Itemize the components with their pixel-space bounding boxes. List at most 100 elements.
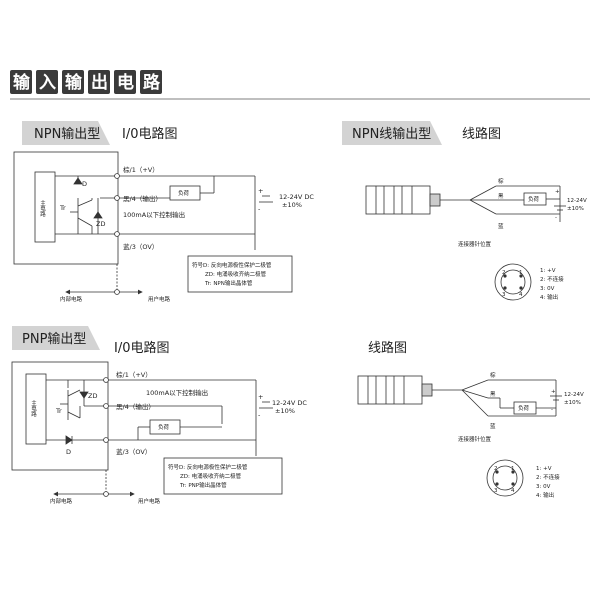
pnp-io-labels: 主电路 Tr ZD D 棕/1（+V） 100mA以下控制输出 黑/4（输出） … <box>30 370 307 505</box>
npn-wiring-blue: 蓝 <box>498 222 504 230</box>
pnp-wiring-minus: - <box>551 407 553 413</box>
pnp-pin-num-1: 1 <box>511 466 515 472</box>
pnp-internal-box <box>11 361 109 471</box>
npn-header-right: NPN线输出型 <box>352 126 431 142</box>
pnp-minus-label: - <box>258 411 261 419</box>
pnp-tolerance-label: ±10% <box>275 407 295 415</box>
pnp-pin-1: 1: +V <box>536 466 552 472</box>
pnp-main-circuit-box <box>25 373 47 445</box>
npn-pin-2: 2: 不连接 <box>540 275 564 283</box>
npn-wiring-black: 黑 <box>498 193 504 200</box>
page-title-group: 输入输出电路 <box>10 70 590 100</box>
pnp-main-circuit-label: 主电路 <box>30 399 37 418</box>
npn-header-mid: I/0电路图 <box>122 126 178 142</box>
npn-pin-1: 1: +V <box>540 268 556 274</box>
npn-pin-num-2: 2 <box>502 270 506 276</box>
npn-wiring-minus: - <box>555 215 557 221</box>
pnp-plus-label: + <box>258 393 263 401</box>
npn-plus-label: + <box>258 187 263 195</box>
npn-wiring-labels: 棕 黑 蓝 负荷 + - 12-24V ±10% 连接器针位置 2 1 3 4 … <box>458 177 587 301</box>
npn-minus-label: - <box>258 205 261 213</box>
pnp-pin-3: 3: 0V <box>536 484 551 490</box>
pnp-user-label: 用户电路 <box>138 497 161 505</box>
pnp-header-right: 线路图 <box>368 340 407 356</box>
pnp-wiring-load-label: 负荷 <box>518 404 530 412</box>
pnp-connector-inner <box>492 465 518 491</box>
pnp-pin-num-2: 2 <box>494 466 498 472</box>
npn-internal-box <box>13 151 119 265</box>
npn-tolerance-label: ±10% <box>282 201 302 209</box>
npn-connector-outer <box>494 263 532 301</box>
npn-pin-num-4: 4 <box>519 292 523 298</box>
npn-connector-inner <box>500 269 526 295</box>
pnp-io-circuit <box>11 361 283 497</box>
pnp-header-tab <box>12 326 100 350</box>
pnp-wiring-black: 黑 <box>490 391 496 398</box>
npn-current-label: 100mA以下控制输出 <box>123 210 185 219</box>
pnp-tr-label: Tr <box>55 407 62 415</box>
npn-load-label: 负荷 <box>178 189 190 197</box>
pnp-wiring-tolerance: ±10% <box>564 400 581 406</box>
npn-header-right2: 线路图 <box>462 126 501 142</box>
pnp-wiring-blue: 蓝 <box>490 422 496 430</box>
npn-pin-num-3: 3 <box>502 292 506 298</box>
pnp-wiring-brown: 棕 <box>490 371 496 379</box>
npn-black-label: 黑/4（输出） <box>123 194 162 203</box>
pnp-internal-label: 内部电路 <box>50 497 73 505</box>
pnp-pin-num-3: 3 <box>494 488 498 494</box>
pnp-legend-1: 符号D: 反向电源极性保护二极管 <box>168 463 248 471</box>
npn-wiring-plus: + <box>555 189 560 195</box>
npn-zd-label: ZD <box>96 220 105 228</box>
npn-wiring-brown: 棕 <box>498 177 504 185</box>
pnp-load-label: 负荷 <box>158 423 170 431</box>
pnp-header-left: PNP输出型 <box>22 331 86 347</box>
npn-wiring-supply: 12-24V <box>567 198 587 204</box>
npn-legend-3: Tr: NPN输出晶体管 <box>204 279 253 287</box>
npn-wiring <box>365 185 566 301</box>
pnp-pin-2: 2: 不连接 <box>536 473 560 481</box>
npn-blue-label: 蓝/3（OV） <box>123 242 158 251</box>
npn-wiring-tolerance: ±10% <box>567 206 584 212</box>
npn-header-left: NPN输出型 <box>34 126 100 142</box>
npn-legend-1: 符号D: 反向电源极性保护二极管 <box>192 261 272 269</box>
npn-pin-4: 4: 输出 <box>540 293 558 301</box>
npn-user-label: 用户电路 <box>148 295 171 303</box>
pnp-header-mid: I/0电路图 <box>114 340 170 356</box>
pnp-black-label: 黑/4（输出） <box>116 402 155 411</box>
npn-pin-num-1: 1 <box>519 270 523 276</box>
npn-wiring-load-label: 负荷 <box>528 195 540 203</box>
pnp-wiring-labels: 棕 黑 蓝 负荷 + - 12-24V ±10% 连接器针位置 2 1 3 4 … <box>458 371 584 499</box>
npn-d-label: D <box>82 180 87 188</box>
pnp-connector-title: 连接器针位置 <box>458 435 492 443</box>
page-title: 输入输出电路 <box>13 72 169 93</box>
pnp-brown-label: 棕/1（+V） <box>116 370 152 379</box>
pnp-zd-label: ZD <box>88 392 97 400</box>
pnp-legend-box <box>163 457 283 495</box>
npn-brown-label: 棕/1（+V） <box>123 165 159 174</box>
npn-supply-label: 12-24V DC <box>279 193 314 201</box>
pnp-legend-2: ZD: 电涌吸收齐纳二极管 <box>180 472 242 480</box>
pnp-header: PNP输出型 I/0电路图 线路图 <box>12 326 407 356</box>
npn-internal-label: 内部电路 <box>60 295 83 303</box>
npn-header-right-tab <box>342 121 442 145</box>
npn-pin-3: 3: 0V <box>540 286 555 292</box>
pnp-wiring-supply: 12-24V <box>564 392 584 398</box>
pnp-blue-label: 蓝/3（OV） <box>116 447 151 456</box>
npn-tr-label: Tr <box>59 204 66 212</box>
npn-main-circuit-label: 主电路 <box>39 199 46 218</box>
pnp-connector-outer <box>486 459 524 497</box>
pnp-current-label: 100mA以下控制输出 <box>146 388 208 397</box>
pnp-supply-label: 12-24V DC <box>272 399 307 407</box>
title-char-boxes <box>10 70 162 94</box>
npn-io-labels: 主电路 D Tr ZD 棕/1（+V） 黑/4（输出） 100mA以下控制输出 … <box>39 165 314 303</box>
pnp-pin-num-4: 4 <box>511 488 515 494</box>
npn-legend-box <box>187 255 293 293</box>
npn-header-tab <box>22 121 110 145</box>
pnp-legend-3: Tr: PNP输出晶体管 <box>179 481 227 489</box>
pnp-d-label: D <box>66 448 71 456</box>
pnp-pin-4: 4: 输出 <box>536 491 554 499</box>
pnp-wiring-plus: + <box>551 389 556 395</box>
npn-main-circuit-box <box>34 171 56 243</box>
